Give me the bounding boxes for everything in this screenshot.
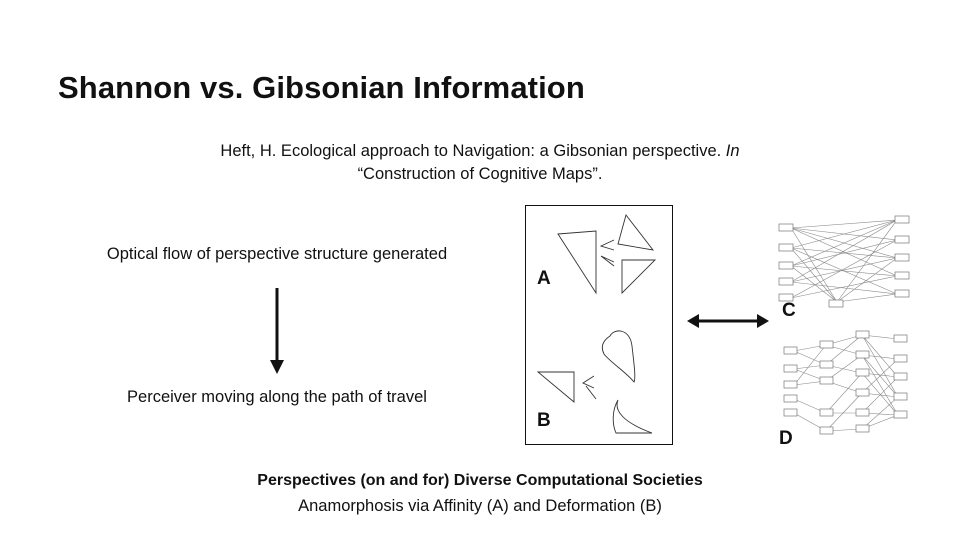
deformed-triangle xyxy=(612,399,653,434)
flow-top-text: Optical flow of perspective structure ge… xyxy=(106,245,448,263)
citation-line2: “Construction of Cognitive Maps”. xyxy=(357,165,603,183)
label-a: A xyxy=(537,268,551,289)
network-d xyxy=(783,330,908,435)
triangle-a-skewed-2 xyxy=(621,259,657,295)
arrow-a-lower xyxy=(600,255,615,267)
citation-italic: In xyxy=(725,142,740,160)
label-d: D xyxy=(779,428,793,449)
down-arrow-icon xyxy=(270,288,284,374)
teardrop-shape xyxy=(601,330,636,383)
arrow-b-upper xyxy=(582,375,595,389)
triangle-a-skewed-1 xyxy=(617,214,655,251)
citation: Heft, H. Ecological approach to Navigati… xyxy=(160,140,800,186)
flow-bottom-text: Perceiver moving along the path of trave… xyxy=(127,388,427,406)
citation-line1: Heft, H. Ecological approach to Navigati… xyxy=(220,142,726,160)
figure-shapes xyxy=(536,214,657,434)
triangle-b-original xyxy=(536,371,575,403)
figure-panel xyxy=(525,205,673,445)
slide-title: Shannon vs. Gibsonian Information xyxy=(58,70,585,105)
footer-subtitle: Anamorphosis via Affinity (A) and Deform… xyxy=(298,497,662,515)
double-arrow-icon xyxy=(687,314,769,328)
network-c xyxy=(778,215,910,308)
triangle-a-original xyxy=(557,230,597,295)
label-c: C xyxy=(782,300,796,321)
footer-heading: Perspectives (on and for) Diverse Comput… xyxy=(257,472,703,489)
label-b: B xyxy=(537,410,551,431)
arrow-a-upper xyxy=(599,239,615,251)
